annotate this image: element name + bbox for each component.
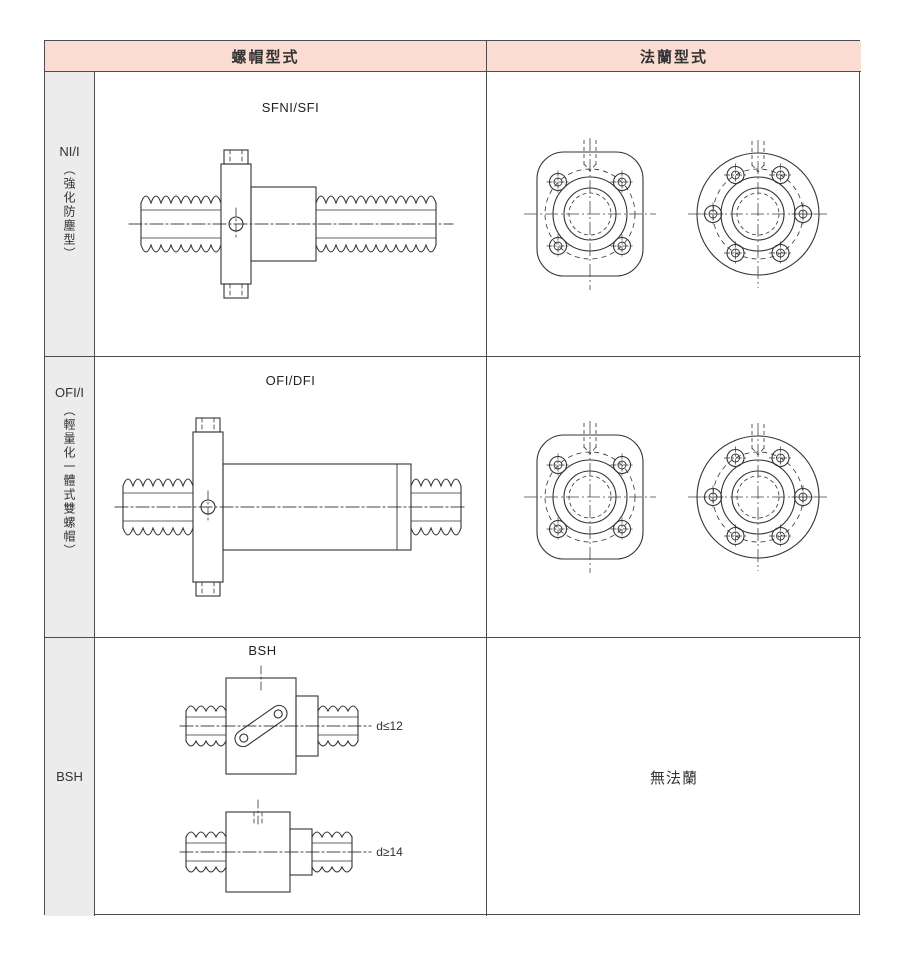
flange-cell-ni [487, 72, 861, 357]
ni-flange-front-views-drawing [502, 119, 847, 309]
row-label-ni-i: NI/I （強化防塵型） [45, 72, 95, 357]
variant-caption-d-ge-14: d≥14 [376, 844, 403, 859]
row-subtitle: （強化防塵型） [62, 162, 76, 261]
ofi-flange-front-views-drawing [502, 402, 847, 592]
no-flange-note: 無法蘭 [649, 769, 698, 787]
nut-type-cell-bsh: BSH [95, 638, 487, 916]
row-code: BSH [56, 769, 83, 785]
flange-cell-bsh: 無法蘭 [487, 638, 861, 916]
header-nut-type: 螺帽型式 [45, 41, 487, 72]
header-nut-type-label: 螺帽型式 [231, 48, 300, 66]
nut-type-cell-sfni: SFNI/SFI [95, 72, 487, 357]
nut-type-cell-ofi: OFI/DFI [95, 357, 487, 638]
nut-flange-type-table: 螺帽型式 法蘭型式 NI/I （強化防塵型） SFNI/SFI [44, 40, 861, 916]
row-subtitle: （輕量化一體式雙螺帽） [62, 403, 76, 558]
sfni-sfi-side-view-drawing [128, 148, 453, 299]
row-label-ofi-i: OFI/I （輕量化一體式雙螺帽） [45, 357, 95, 638]
row-label-bsh: BSH [45, 638, 95, 916]
header-flange-type: 法蘭型式 [487, 41, 861, 72]
ofi-dfi-side-view-drawing [114, 416, 467, 597]
flange-cell-ofi [487, 357, 861, 638]
bsh-d14-side-view-drawing [179, 799, 372, 893]
variant-caption-d-le-12: d≤12 [376, 718, 403, 733]
bsh-variant-small: d≤12 [178, 660, 403, 792]
row-code: OFI/I [55, 385, 84, 400]
header-flange-type-label: 法蘭型式 [639, 48, 708, 66]
nut-drawing-title: OFI/DFI [265, 372, 316, 388]
bsh-variant-large: d≥14 [178, 792, 403, 912]
row-code: NI/I [59, 144, 80, 159]
nut-drawing-title: BSH [248, 642, 277, 658]
bsh-d12-side-view-drawing [179, 665, 372, 775]
nut-drawing-title: SFNI/SFI [261, 99, 320, 115]
